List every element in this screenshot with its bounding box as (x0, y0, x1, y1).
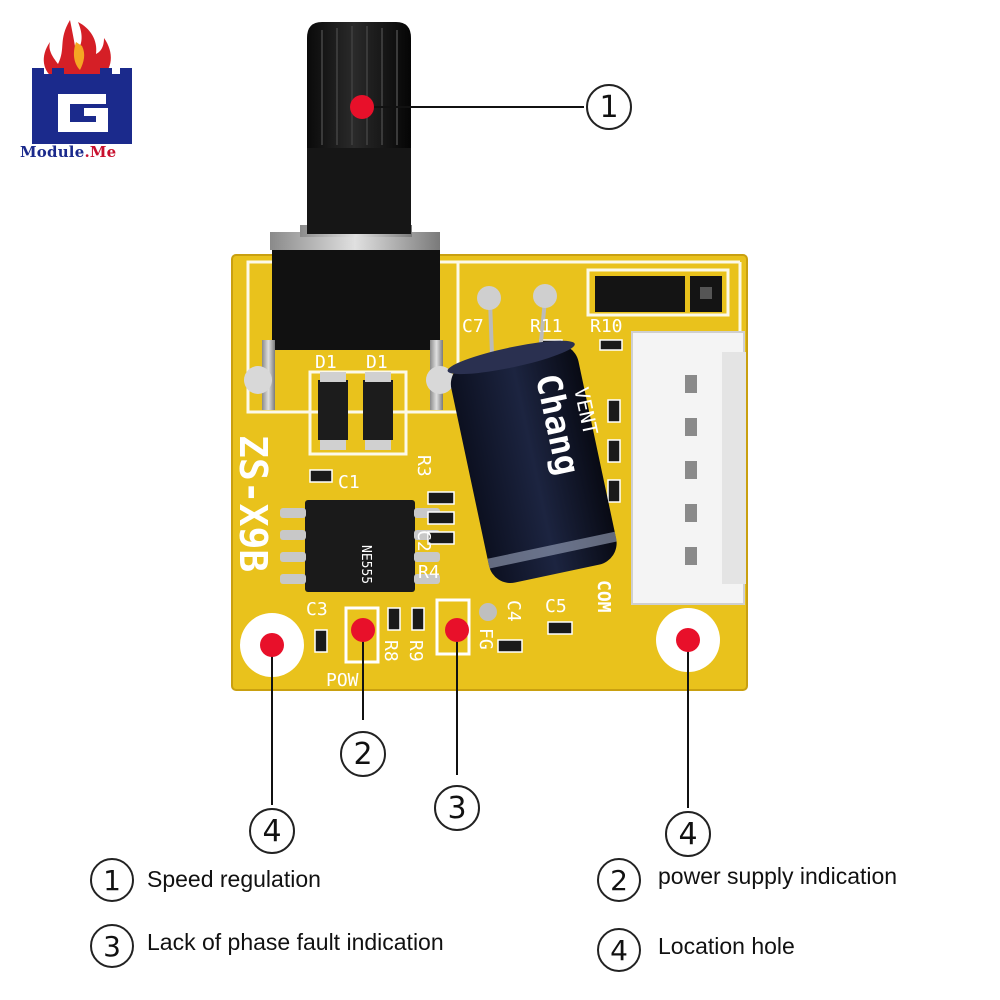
legend-text-4: Location hole (658, 933, 795, 959)
silk-c2: C2 (413, 530, 434, 552)
silk-com: COM (593, 580, 614, 613)
callout-4-left: 4 (249, 808, 295, 854)
silk-c1: C1 (338, 472, 360, 493)
logo-wordmark: Module.Me (20, 143, 116, 161)
callout-leaders (271, 106, 689, 808)
silk-c7: C7 (462, 316, 484, 337)
legend-text-2: power supply indication (658, 863, 898, 889)
chip-marking: NE555 (358, 545, 373, 584)
silk-r9: R9 (405, 640, 426, 662)
marker-hole-right (676, 628, 700, 652)
legend-text-3: Lack of phase fault indication (147, 929, 444, 955)
potentiometer-body (272, 250, 440, 350)
callout-3: 3 (434, 785, 480, 831)
electrolytic-capacitor: Chang VENT (447, 284, 617, 584)
legend-text-1: Speed regulation (147, 866, 321, 892)
legend-number-2: 2 (597, 858, 641, 902)
logo-name: Module (20, 143, 85, 161)
callout-4-right: 4 (665, 811, 711, 857)
silk-r3: R3 (413, 455, 434, 477)
silk-r8: R8 (380, 640, 401, 662)
silk-d1-b: D1 (366, 352, 388, 373)
silk-pow: POW (326, 670, 359, 691)
legend-number-3: 3 (90, 924, 134, 968)
module-me-logo (32, 20, 132, 144)
silk-r4: R4 (418, 562, 440, 583)
legend-number-1: 1 (90, 858, 134, 902)
silk-c4: C4 (503, 600, 524, 622)
marker-hole-left (260, 633, 284, 657)
jst-connector (631, 331, 746, 605)
silk-c5: C5 (545, 596, 567, 617)
callout-2: 2 (340, 731, 386, 777)
silk-c3: C3 (306, 599, 328, 620)
silk-r11: R11 (530, 316, 563, 337)
potentiometer-knob (307, 22, 411, 148)
silk-fg: FG (475, 628, 496, 650)
callout-1: 1 (586, 84, 632, 130)
legend-number-4: 4 (597, 928, 641, 972)
diode-2 (363, 380, 393, 440)
silk-r10: R10 (590, 316, 623, 337)
silk-d1-a: D1 (315, 352, 337, 373)
board-model-label: ZS-X9B (231, 435, 275, 572)
logo-suffix: .Me (84, 143, 117, 161)
marker-speed-knob (350, 95, 374, 119)
marker-fault-led (445, 618, 469, 642)
ne555-chip: NE555 (280, 500, 440, 592)
diode-1 (318, 380, 348, 440)
marker-power-led (351, 618, 375, 642)
